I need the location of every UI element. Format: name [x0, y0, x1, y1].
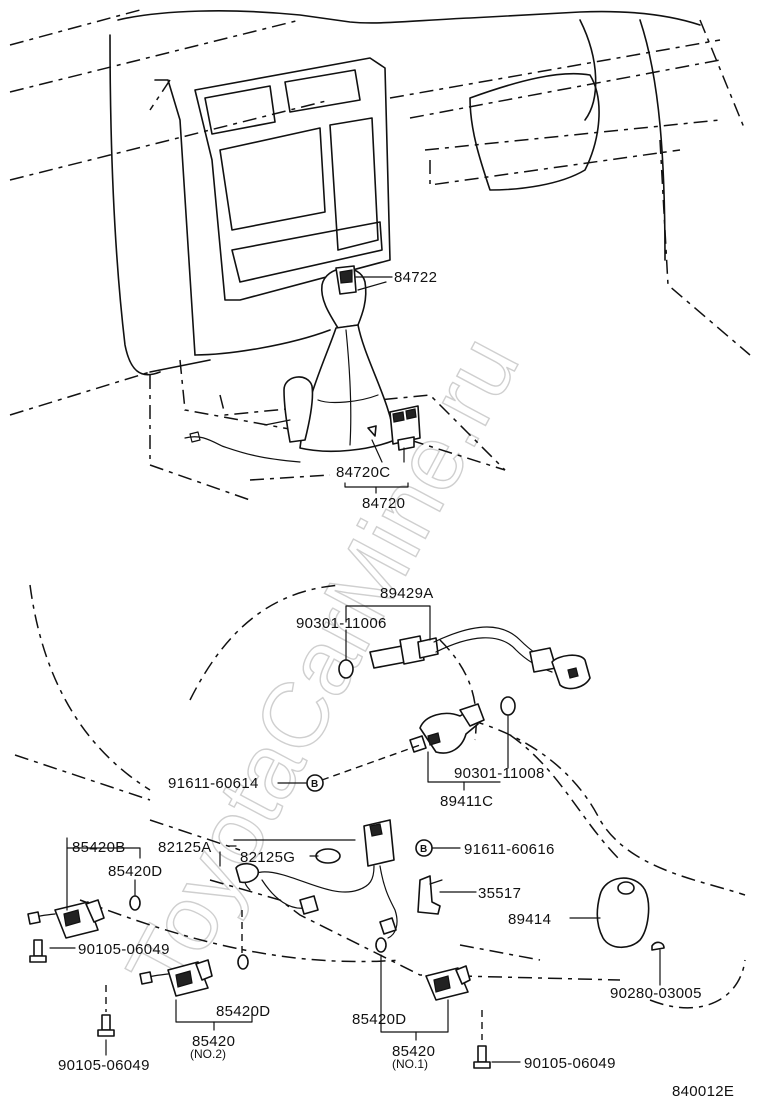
- label-85420D-mid: 85420D: [216, 1003, 270, 1020]
- label-90105-06049-left: 90105-06049: [78, 941, 170, 958]
- label-35517: 35517: [478, 885, 521, 902]
- label-90280-03005: 90280-03005: [610, 985, 702, 1002]
- top-leaders: [344, 276, 409, 494]
- label-91611-60616: 91611-60616: [464, 841, 555, 858]
- label-90105-06049-bottom: 90105-06049: [58, 1057, 150, 1074]
- b-marker-right: B: [415, 839, 433, 857]
- label-84720: 84720: [362, 495, 405, 512]
- footer-code: 840012E: [672, 1083, 734, 1100]
- label-89411C: 89411C: [440, 793, 493, 810]
- label-84720C: 84720C: [336, 464, 390, 481]
- label-82125A: 82125A: [158, 839, 212, 856]
- svg-text:B: B: [420, 844, 427, 855]
- label-89414: 89414: [508, 911, 551, 928]
- label-85420D-top: 85420D: [108, 863, 162, 880]
- label-90301-11006: 90301-11006: [296, 615, 387, 632]
- label-90301-11008: 90301-11008: [454, 765, 545, 782]
- engine-bay-illustration: [14, 584, 746, 1069]
- label-84722: 84722: [394, 269, 437, 286]
- label-85420D-right: 85420D: [352, 1011, 406, 1028]
- b-marker-left: B: [306, 774, 324, 792]
- label-82125G: 82125G: [240, 849, 295, 866]
- label-no2: (NO.2): [190, 1047, 226, 1061]
- label-90105-06049-right: 90105-06049: [524, 1055, 616, 1072]
- bottom-leaders: [49, 605, 661, 1063]
- label-91611-60614: 91611-60614: [168, 775, 259, 792]
- svg-text:B: B: [311, 779, 318, 790]
- label-no1: (NO.1): [392, 1057, 428, 1071]
- label-85420-no1: 85420: [392, 1043, 435, 1060]
- label-85420B: 85420B: [72, 839, 126, 856]
- label-89429A: 89429A: [380, 585, 434, 602]
- dashboard-illustration: [9, 9, 751, 501]
- label-85420-no2: 85420: [192, 1033, 235, 1050]
